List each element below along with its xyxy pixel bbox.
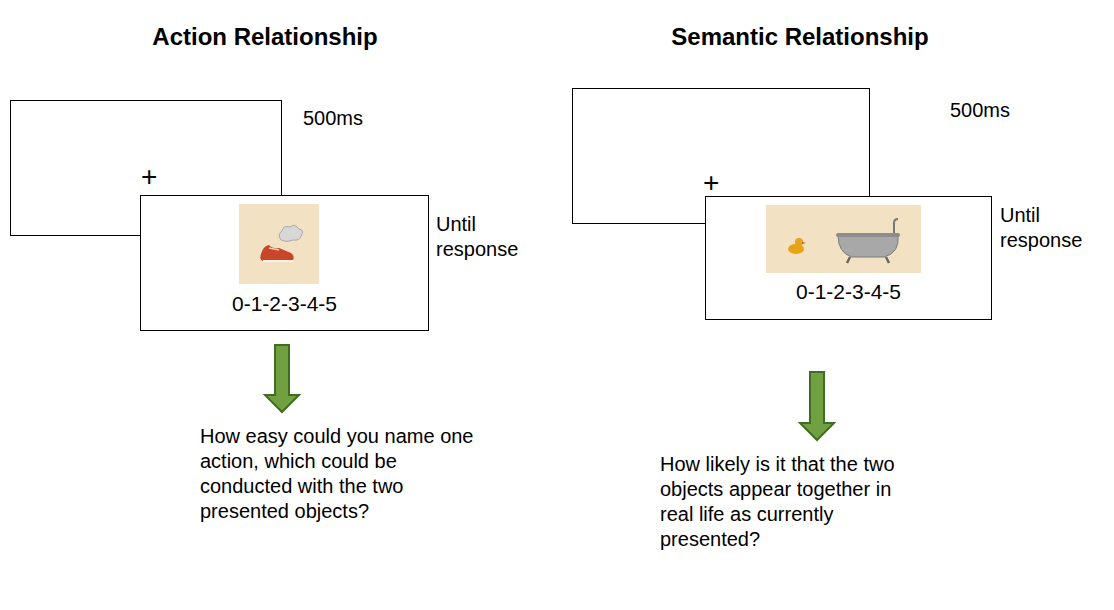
down-arrow — [800, 372, 834, 440]
stimulus-screen: 0-1-2-3-4-5 — [705, 196, 992, 320]
panel-title: Action Relationship — [152, 22, 377, 52]
duration-label: Until response — [436, 212, 536, 262]
panel-title: Semantic Relationship — [671, 22, 928, 52]
question-text: How easy could you name one action, whic… — [200, 424, 482, 524]
fixation-cross: + — [141, 163, 157, 191]
rating-scale: 0-1-2-3-4-5 — [141, 291, 428, 316]
rating-scale: 0-1-2-3-4-5 — [706, 279, 991, 304]
stimulus-screen: 0-1-2-3-4-5 — [140, 195, 429, 331]
duration-label: Until response — [1000, 203, 1100, 253]
duration-label: 500ms — [303, 106, 393, 131]
duration-label: 500ms — [950, 98, 1040, 123]
fixation-cross: + — [703, 169, 719, 197]
shoe-steam-picture — [239, 204, 319, 284]
question-text: How likely is it that the two objects ap… — [660, 452, 910, 552]
down-arrow — [265, 345, 299, 412]
duck-bathtub-picture — [766, 205, 921, 273]
